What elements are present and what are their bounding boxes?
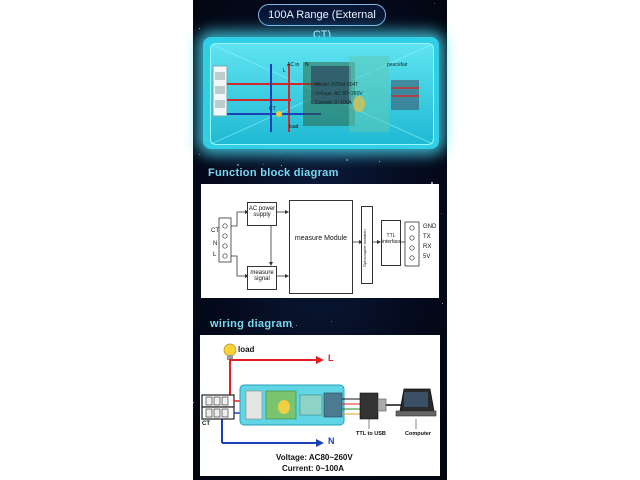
module-terminal-ac-in: AC in: [287, 62, 300, 68]
voltage-spec: Voltage: AC80~260V: [276, 453, 353, 462]
pin-rx: RX: [423, 244, 432, 250]
ttl-interface-label: TTL interface: [382, 233, 402, 245]
optocoupler-left-box: Optocoupler isolation: [361, 206, 373, 284]
function-block-lines: [218, 210, 420, 278]
function-block-card: CT N L AC power supply measure signal me…: [201, 184, 439, 298]
wiring-lines: [201, 343, 437, 447]
wiring-ct-label: CT: [202, 421, 210, 427]
star-decoration: [281, 153, 282, 154]
star-decoration: [193, 402, 194, 403]
pin-n: N: [213, 241, 218, 247]
measure-signal-label: measure signal: [250, 270, 274, 282]
pin-5v: 5V: [423, 254, 431, 260]
module-terminal-n: N: [305, 62, 309, 68]
ac-power-supply-box: AC power supply: [247, 202, 277, 226]
star-decoration: [441, 213, 442, 214]
ct-label: CT: [211, 228, 219, 234]
star-decoration: [431, 182, 433, 184]
pin-l: L: [213, 252, 217, 258]
module-label-current: Current: 0~100A: [315, 100, 352, 106]
star-decoration: [281, 165, 282, 166]
pin-gnd: GND: [423, 224, 437, 230]
star-decoration: [199, 154, 200, 155]
star-decoration: [379, 161, 380, 162]
range-title: 100A Range (External CT): [258, 4, 386, 41]
module-terminal-load: load: [289, 124, 299, 130]
current-spec: Current: 0~100A: [282, 464, 345, 473]
wiring-diagram-card: load L N CT TTL to USB Computer Voltage:…: [200, 335, 440, 476]
function-block-heading: Function block diagram: [208, 167, 339, 179]
optocoupler-left-label: Optocoupler isolation: [362, 229, 367, 267]
star-decoration: [292, 327, 293, 328]
measure-module-box: measure Module: [289, 200, 353, 294]
ttl-to-usb-label: TTL to USB: [356, 431, 386, 437]
pin-tx: TX: [423, 234, 431, 240]
star-decoration: [434, 3, 435, 4]
star-decoration: [237, 164, 239, 166]
ttl-interface-box: TTL interface: [381, 220, 401, 266]
star-decoration: [231, 323, 232, 324]
module-photo: AC in N L CT load Model: PZEM-004T Volta…: [210, 43, 434, 145]
wiring-l-label: L: [328, 353, 334, 363]
wiring-n-label: N: [328, 436, 335, 446]
wiring-load-label: load: [238, 345, 255, 354]
star-decoration: [296, 325, 297, 326]
star-decoration: [202, 39, 203, 40]
computer-label: Computer: [405, 431, 431, 437]
star-decoration: [263, 164, 264, 165]
ac-power-supply-label: AC power supply: [248, 206, 276, 218]
star-decoration: [346, 159, 348, 161]
star-decoration: [442, 303, 443, 304]
star-decoration: [325, 150, 326, 151]
measure-signal-box: measure signal: [247, 266, 277, 290]
module-traces: [211, 44, 433, 144]
measure-module-label: measure Module: [294, 235, 348, 242]
module-brand: peacefair: [387, 62, 408, 68]
star-decoration: [229, 325, 230, 326]
module-terminal-l: L: [283, 68, 286, 74]
module-terminal-ct: CT: [269, 106, 276, 112]
module-label-voltage: Voltage: AC 80~260V: [315, 91, 363, 97]
star-decoration: [331, 321, 332, 322]
star-decoration: [199, 28, 200, 29]
wiring-diagram-heading: wiring diagram: [210, 318, 293, 330]
module-label-model: Model: PZEM-004T: [315, 82, 359, 88]
